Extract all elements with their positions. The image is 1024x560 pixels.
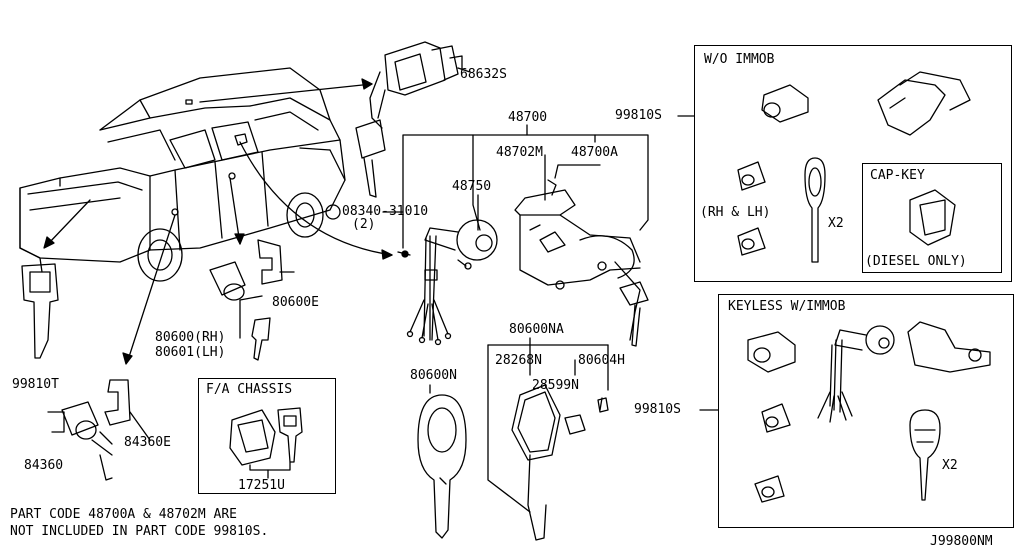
label-99810t: 99810T — [12, 377, 59, 392]
ignition-assembly-leaders — [382, 124, 649, 249]
footnote-line-2: NOT INCLUDED IN PART CODE 99810S. — [10, 524, 269, 539]
footnote-line-1: PART CODE 48700A & 48702M ARE — [10, 507, 237, 522]
box-keyless-immob — [718, 294, 1014, 528]
label-48700: 48700 — [508, 110, 548, 125]
label-48700a: 48700A — [571, 145, 618, 160]
label-48750: 48750 — [452, 179, 492, 194]
tailgate-lock-84360 — [47, 379, 151, 481]
label-17251u: 17251U — [238, 478, 285, 493]
pickup-truck-illustration — [19, 67, 346, 282]
callout-arrows — [43, 78, 393, 365]
label-28268n: 28268N — [495, 353, 542, 368]
keyless-immob-components — [699, 321, 991, 503]
diagram-code: J99800NM — [930, 534, 993, 549]
label-80600e: 80600E — [272, 295, 319, 310]
box-wo-immob — [694, 45, 1012, 282]
wo-immob-components — [677, 71, 971, 263]
keyless-immob-title: KEYLESS W/IMMOB — [728, 299, 846, 314]
fa-chassis-title: F/A CHASSIS — [206, 382, 293, 397]
wo-immob-title: W/O IMMOB — [704, 52, 775, 67]
label-99810s-top: 99810S — [615, 108, 662, 123]
key-80600n — [417, 384, 467, 539]
cap-key-title: CAP-KEY — [870, 168, 925, 183]
box-cap-key — [862, 163, 1002, 273]
label-80601lh: 80601(LH) — [155, 345, 226, 360]
fa-chassis-components — [229, 407, 303, 479]
keyless-immob-qty: X2 — [942, 458, 958, 473]
label-99810s-bottom: 99810S — [634, 402, 681, 417]
label-84360e: 84360E — [124, 435, 171, 450]
label-28599n: 28599N — [532, 378, 579, 393]
wo-immob-qty: X2 — [828, 216, 844, 231]
wo-immob-rh-lh: (RH & LH) — [700, 205, 771, 220]
label-80600na: 80600NA — [509, 322, 564, 337]
label-48702m: 48702M — [496, 145, 543, 160]
ignition-switch-harness — [397, 219, 498, 346]
blank-key-99810t — [21, 263, 59, 359]
screw-symbol — [325, 204, 341, 220]
label-84360: 84360 — [24, 458, 64, 473]
key-fob-holder-68632s — [355, 41, 471, 198]
cap-key-note: (DIESEL ONLY) — [865, 254, 967, 269]
label-80604h: 80604H — [578, 353, 625, 368]
label-68632s: 68632S — [460, 67, 507, 82]
label-80600rh: 80600(RH) — [155, 330, 226, 345]
box-fa-chassis — [198, 378, 336, 494]
remote-fob-80600na — [487, 337, 609, 541]
label-80600n: 80600N — [410, 368, 457, 383]
door-lock-80600 — [209, 239, 295, 361]
label-08340-qty: (2) — [352, 217, 376, 232]
label-08340: 08340-31010 — [342, 204, 429, 219]
steering-lock-assembly — [514, 179, 649, 347]
